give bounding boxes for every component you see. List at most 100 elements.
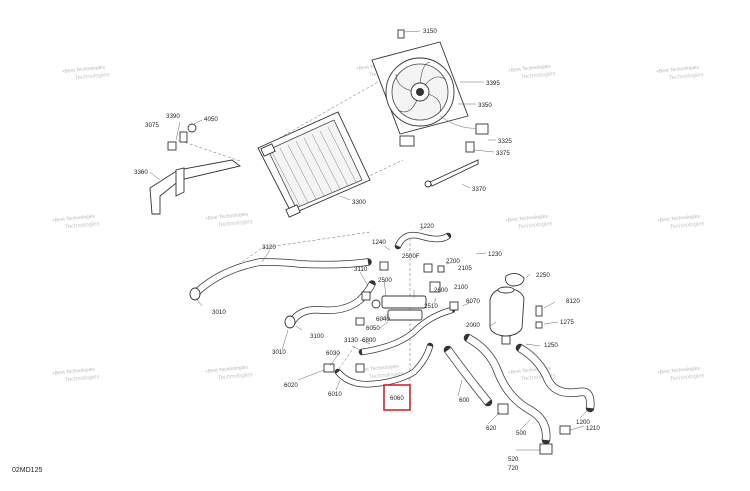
bracket-3360 (149, 123, 242, 215)
assembly-lines (177, 81, 411, 410)
watermark-text: +Best Technologies (205, 364, 249, 375)
callout-2105[interactable]: 2105 (458, 265, 472, 272)
callout-3395[interactable]: 3395 (486, 80, 500, 87)
diagram-code: 02MD125 (12, 467, 42, 474)
callout-8120[interactable]: 8120 (566, 298, 580, 305)
watermark-text: +Best Technologies (508, 365, 552, 376)
callout-3360[interactable]: 3360 (134, 169, 148, 176)
watermark: +Best Technologies Technologies (657, 365, 705, 383)
callout-6020[interactable]: 6020 (284, 382, 298, 389)
watermark: +Best Technologies Technologies (205, 211, 253, 229)
callout-3075[interactable]: 3075 (145, 122, 159, 129)
watermark-text: +Best Technologies (657, 213, 701, 224)
fan-bracket (424, 141, 479, 188)
callout-2700[interactable]: 2700 (446, 258, 460, 265)
fittings (323, 261, 571, 455)
callout-3325[interactable]: 3325 (498, 138, 512, 145)
watermark: +Best Technologies Technologies (356, 363, 404, 381)
expansion-tank (489, 273, 543, 345)
callout-2500[interactable]: 2500 (378, 277, 392, 284)
callout-720[interactable]: 720 (508, 465, 519, 472)
callout-3010-upper[interactable]: 3010 (212, 309, 226, 316)
callout-6060[interactable]: 6060 (390, 395, 404, 402)
callout-1210[interactable]: 1210 (586, 425, 600, 432)
watermark-text: +Best Technologies (52, 366, 96, 377)
callout-1275[interactable]: 1275 (560, 319, 574, 326)
watermark: +Best Technologies Technologies (52, 366, 100, 384)
watermark-text: Technologies (517, 221, 553, 231)
watermark-text: +Best Technologies (505, 213, 549, 224)
callout-3130[interactable]: 3130 (344, 337, 358, 344)
callout-3110[interactable]: 3110 (354, 266, 368, 273)
callout-600[interactable]: 600 (459, 397, 470, 404)
fan-assembly (371, 29, 489, 147)
leader-lines (149, 30, 589, 451)
callout-500[interactable]: 500 (516, 430, 527, 437)
callout-1200[interactable]: 1200 (576, 419, 590, 426)
callout-2600[interactable]: 2600 (434, 287, 448, 294)
watermark-text: Technologies (64, 221, 100, 231)
watermark: +Best Technologies Technologies (656, 64, 704, 82)
callout-1250[interactable]: 1250 (544, 342, 558, 349)
callout-3010-lower[interactable]: 3010 (272, 349, 286, 356)
watermark-text: +Best Technologies (62, 64, 106, 75)
callout-6040[interactable]: 6040 (376, 316, 390, 323)
watermark-text: Technologies (74, 72, 110, 82)
watermark-text: +Best Technologies (508, 63, 552, 74)
watermark: +Best Technologies Technologies (205, 364, 253, 382)
callout-2100[interactable]: 2100 (454, 284, 468, 291)
radiator (257, 111, 371, 218)
watermark-text: Technologies (669, 221, 705, 231)
watermark-text: Technologies (368, 371, 404, 381)
watermark: +Best Technologies Technologies (657, 213, 705, 231)
callout-6050[interactable]: 6050 (366, 325, 380, 332)
watermark: +Best Technologies Technologies (508, 63, 556, 81)
hoses (189, 231, 595, 445)
callout-1230[interactable]: 1230 (488, 251, 502, 258)
callout-3150[interactable]: 3150 (423, 28, 437, 35)
callout-3120[interactable]: 3120 (262, 244, 276, 251)
watermark-text: +Best Technologies (205, 211, 249, 222)
callout-2510[interactable]: 2510 (424, 303, 438, 310)
watermark-text: Technologies (64, 374, 100, 384)
callout-6800[interactable]: 6800 (362, 337, 376, 344)
watermark-text: Technologies (669, 373, 705, 383)
highlighted-callout[interactable]: 6060 (383, 384, 411, 411)
callout-6030[interactable]: 6030 (326, 350, 340, 357)
callout-620[interactable]: 620 (486, 425, 497, 432)
watermark-text: Technologies (217, 372, 253, 382)
callout-4050[interactable]: 4050 (204, 116, 218, 123)
watermark-text: Technologies (668, 72, 704, 82)
highlight-box (383, 384, 411, 411)
callout-3350[interactable]: 3350 (478, 102, 492, 109)
watermark-text: +Best Technologies (656, 64, 700, 75)
callout-3375[interactable]: 3375 (496, 150, 510, 157)
callout-2000[interactable]: 2000 (466, 322, 480, 329)
watermark: +Best Technologies Technologies (505, 213, 553, 231)
callout-2250[interactable]: 2250 (536, 272, 550, 279)
watermarks: +Best Technologies Technologies +Best Te… (52, 61, 705, 384)
callout-2500f[interactable]: 2500F (402, 253, 420, 260)
callout-3300[interactable]: 3300 (352, 199, 366, 206)
watermark: +Best Technologies Technologies (508, 365, 556, 383)
callout-6010[interactable]: 6010 (328, 391, 342, 398)
manifold (371, 263, 445, 321)
watermark-text: Technologies (217, 219, 253, 229)
watermark: +Best Technologies Technologies (62, 64, 110, 82)
watermark-text: Technologies (520, 71, 556, 81)
callout-3370[interactable]: 3370 (472, 186, 486, 193)
watermark-text: Technologies (520, 373, 556, 383)
watermark-text: +Best Technologies (657, 365, 701, 376)
callout-3390[interactable]: 3390 (166, 113, 180, 120)
callouts: 3150 3395 3350 3325 3375 3370 3300 3390 … (134, 28, 600, 472)
callout-520[interactable]: 520 (508, 456, 519, 463)
watermark-text: +Best Technologies (52, 213, 96, 224)
watermark: +Best Technologies Technologies (52, 213, 100, 231)
callout-1220[interactable]: 1220 (420, 223, 434, 230)
callout-3100[interactable]: 3100 (310, 333, 324, 340)
callout-1240[interactable]: 1240 (372, 239, 386, 246)
callout-6070[interactable]: 6070 (466, 298, 480, 305)
watermark-text: +Best Technologies (356, 363, 400, 374)
